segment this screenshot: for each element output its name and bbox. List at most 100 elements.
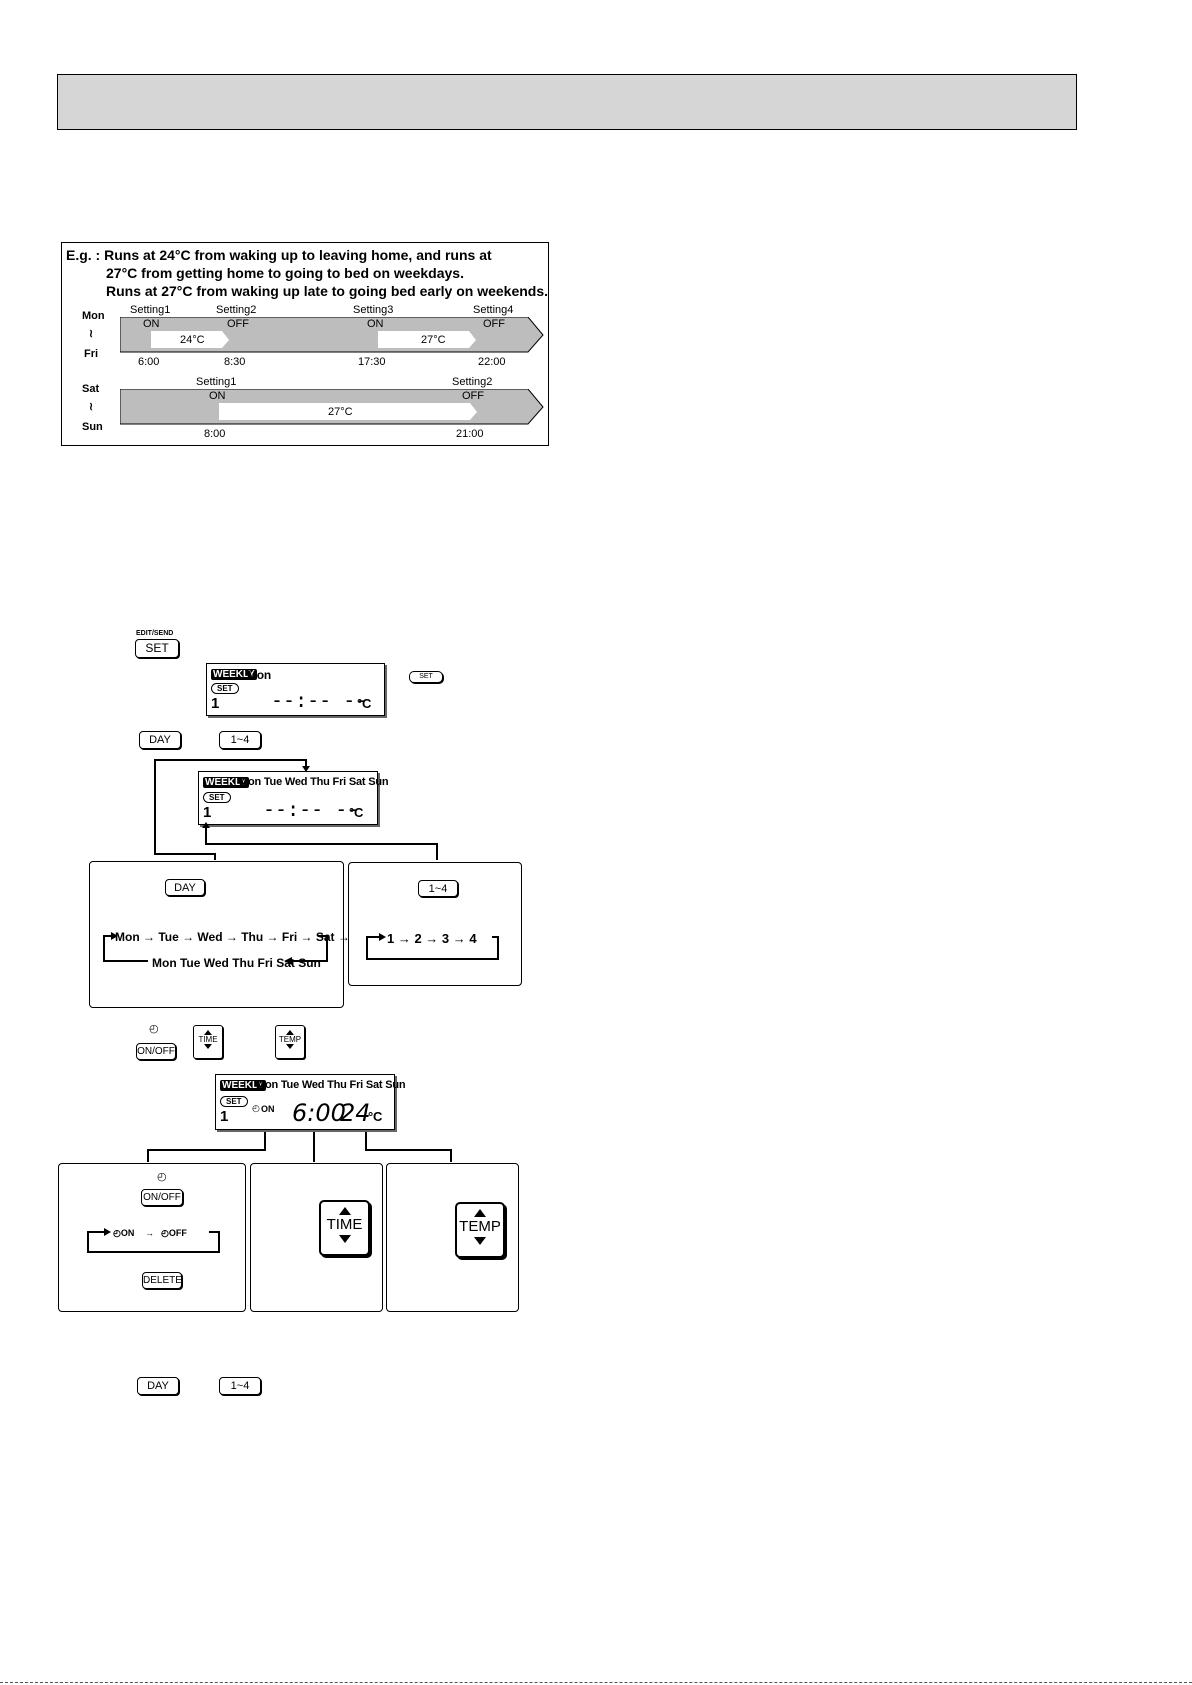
weekday-end-label: Fri — [84, 348, 99, 360]
timer-off-text: OFF — [168, 1228, 187, 1238]
weekend-state-2: OFF — [462, 390, 484, 402]
day-sequence: Mon → Tue → Wed → Thu → Fri → Sat → Sun — [115, 930, 376, 944]
time-big-label: TIME — [326, 1216, 363, 1233]
page-bottom-edge — [0, 1682, 1192, 1683]
lcd-time: 6:00 — [292, 1099, 346, 1127]
lcd-unit: °C — [368, 1109, 383, 1124]
down-arrow-icon — [474, 1237, 486, 1245]
day-button-panel[interactable]: DAY — [165, 879, 205, 896]
lcd-unit: °C — [357, 696, 372, 711]
weekend-end-label: Sun — [82, 421, 103, 433]
example-line-2: 27°C from getting home to going to bed o… — [106, 265, 464, 281]
temp-key-label: TEMP — [278, 1035, 302, 1044]
weekday-state-4: OFF — [483, 318, 505, 330]
time-panel: TIME — [250, 1163, 383, 1312]
set-indicator: SET — [203, 792, 231, 803]
weekday-timeline-bar — [120, 317, 544, 353]
weekday-time-4: 22:00 — [478, 356, 506, 368]
lcd-display-1: WEEKLY Mon SET 1 --:-- -- °C — [206, 663, 385, 716]
lcd-day: Mon — [247, 668, 272, 682]
timer-off-option: ◴OFF — [161, 1228, 187, 1239]
weekday-start-label: Mon — [82, 310, 105, 322]
weekday-state-1: ON — [143, 318, 160, 330]
set-indicator: SET — [220, 1096, 248, 1107]
number-loop-arrow — [366, 933, 499, 960]
on-off-button[interactable]: ON/OFF — [136, 1043, 176, 1060]
sequence-arrow: → — [145, 1228, 154, 1238]
day-select-panel: DAY Mon → Tue → Wed → Thu → Fri → Sat → … — [89, 861, 376, 1008]
up-arrow-icon — [204, 1030, 212, 1035]
program-number: 1 — [203, 804, 212, 821]
weekend-temp: 27°C — [328, 406, 353, 418]
temp-up-down-button[interactable]: TEMP — [275, 1025, 305, 1059]
program-number: 1 — [211, 695, 220, 712]
weekday-state-2: OFF — [227, 318, 249, 330]
weekly-indicator: WEEKLY — [211, 669, 257, 680]
weekday-time-3: 17:30 — [358, 356, 386, 368]
weekday-setting-2: Setting2 — [216, 304, 257, 316]
weekend-start-label: Sat — [82, 383, 100, 395]
timer-on-clock-icon: ◴ — [252, 1103, 260, 1113]
time-big-button[interactable]: TIME — [319, 1200, 370, 1256]
weekend-timeline-bar — [120, 389, 544, 425]
section-title-bar — [57, 74, 1077, 130]
lcd-temp: 24 — [340, 1099, 371, 1127]
example-schedule-box: E.g. : Runs at 24°C from waking up to le… — [61, 242, 549, 446]
timer-clock-icon: ◴ — [149, 1023, 159, 1035]
up-arrow-icon — [338, 1207, 351, 1215]
timer-on-label: ON — [261, 1104, 275, 1114]
weekly-indicator: WEEKLY — [203, 777, 249, 788]
lcd-display-3: WEEKLY Mon Tue Wed Thu Fri Sat Sun SET 1… — [215, 1074, 406, 1130]
number-button-panel[interactable]: 1~4 — [418, 880, 458, 897]
weekend-time-1: 8:00 — [204, 428, 226, 440]
weekday-setting-4: Setting4 — [473, 304, 514, 316]
lcd-time-temp: --:-- -- — [263, 797, 360, 821]
up-arrow-icon — [286, 1030, 294, 1035]
weekend-time-2: 21:00 — [456, 428, 484, 440]
weekly-indicator: WEEKLY — [220, 1080, 266, 1091]
on-off-button-panel[interactable]: ON/OFF — [141, 1189, 183, 1206]
set-button-small[interactable]: SET — [409, 671, 443, 683]
lcd-display-2: WEEKLY Mon Tue Wed Thu Fri Sat Sun SET 1… — [198, 771, 389, 825]
number-select-panel: 1~4 1 → 2 → 3 → 4 — [348, 862, 522, 986]
day-button-bottom[interactable]: DAY — [137, 1377, 179, 1395]
number-button[interactable]: 1~4 — [219, 731, 261, 749]
timer-clock-icon: ◴ — [157, 1171, 167, 1183]
set-button[interactable]: SET — [135, 639, 179, 658]
lcd-unit: °C — [349, 805, 364, 820]
clock-icon: ◴ — [161, 1228, 169, 1238]
weekday-setting-1: Setting1 — [130, 304, 171, 316]
clock-icon: ◴ — [113, 1228, 121, 1238]
time-key-label: TIME — [198, 1035, 218, 1044]
down-arrow-icon — [286, 1044, 294, 1049]
delete-button[interactable]: DELETE — [142, 1272, 182, 1289]
temp-panel: TEMP — [386, 1163, 519, 1312]
weekend-setting-2: Setting2 — [452, 376, 493, 388]
day-button[interactable]: DAY — [139, 731, 181, 749]
weekday-time-2: 8:30 — [224, 356, 246, 368]
timer-on-text: ON — [120, 1228, 135, 1238]
example-line-1: E.g. : Runs at 24°C from waking up to le… — [66, 247, 492, 263]
lcd-time-temp: --:-- -- — [271, 688, 368, 712]
lcd-days: Mon Tue Wed Thu Fri Sat Sun — [239, 776, 389, 788]
number-button-bottom[interactable]: 1~4 — [219, 1377, 261, 1395]
day-return-row: Mon Tue Wed Thu Fri Sat Sun — [152, 956, 321, 970]
weekend-setting-1: Setting1 — [196, 376, 237, 388]
weekday-setting-3: Setting3 — [353, 304, 394, 316]
down-arrow-icon — [204, 1044, 212, 1049]
down-arrow-icon — [338, 1235, 351, 1243]
weekday-temp-1: 24°C — [180, 334, 205, 346]
weekday-time-1: 6:00 — [138, 356, 160, 368]
example-line-3: Runs at 27°C from waking up late to goin… — [106, 283, 549, 299]
weekday-temp-2: 27°C — [421, 334, 446, 346]
edit-send-label: EDIT/SEND — [136, 630, 174, 637]
number-sequence: 1 → 2 → 3 → 4 — [387, 931, 477, 946]
day-loop-arrow — [103, 932, 328, 965]
set-indicator: SET — [211, 683, 239, 694]
temp-big-label: TEMP — [459, 1218, 501, 1235]
weekend-state-1: ON — [209, 390, 226, 402]
on-off-panel: ◴ ON/OFF ◴ON → ◴OFF DELETE — [58, 1163, 246, 1312]
time-up-down-button[interactable]: TIME — [193, 1025, 223, 1059]
temp-big-button[interactable]: TEMP — [455, 1202, 505, 1258]
